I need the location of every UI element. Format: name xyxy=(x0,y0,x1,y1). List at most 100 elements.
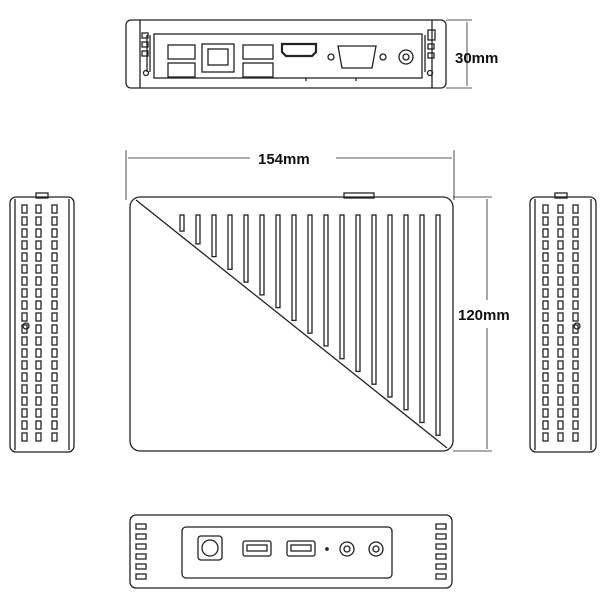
vent-slot xyxy=(21,420,28,430)
vent-slot xyxy=(21,396,28,406)
vent-slot xyxy=(35,324,42,334)
vent-slot xyxy=(21,228,28,238)
vent-slot xyxy=(542,324,549,334)
cooling-fin xyxy=(387,214,393,398)
vent-slot xyxy=(557,324,564,334)
vent-slot xyxy=(21,348,28,358)
vent-slot xyxy=(572,336,579,346)
cooling-fin xyxy=(211,214,217,258)
vent-slot xyxy=(542,372,549,382)
vent-slot xyxy=(435,553,447,560)
vent-slot xyxy=(21,264,28,274)
vent-slot xyxy=(135,573,147,580)
vent-slot xyxy=(51,228,58,238)
depth-label: 120mm xyxy=(458,307,510,324)
vent-slot xyxy=(51,384,58,394)
vent-slot xyxy=(135,523,147,530)
vent-slot xyxy=(572,432,579,442)
usb-port xyxy=(286,540,316,557)
vent-slot xyxy=(572,384,579,394)
vent-slot xyxy=(35,264,42,274)
vent-slot xyxy=(542,264,549,274)
vent-slot xyxy=(557,408,564,418)
dc-jack xyxy=(398,49,414,65)
vent-slot xyxy=(572,312,579,322)
hdmi-port xyxy=(280,42,318,58)
vent-slot xyxy=(35,300,42,310)
vent-slot xyxy=(51,312,58,322)
vent-slot xyxy=(542,240,549,250)
vent-slot xyxy=(51,288,58,298)
vent-slot xyxy=(35,360,42,370)
vent-slot xyxy=(557,384,564,394)
vent-slot xyxy=(572,408,579,418)
vent-slot xyxy=(572,276,579,286)
power-button xyxy=(197,535,223,561)
vent-slot xyxy=(572,420,579,430)
vent-slot xyxy=(572,264,579,274)
vent-slot xyxy=(542,276,549,286)
cooling-fin xyxy=(291,214,297,322)
vent-slot xyxy=(51,252,58,262)
vent-slot xyxy=(35,276,42,286)
vent-slot xyxy=(557,288,564,298)
vent-slot xyxy=(572,348,579,358)
vent-slot xyxy=(51,360,58,370)
vent-slot xyxy=(51,300,58,310)
vent-slot xyxy=(572,372,579,382)
vent-slot xyxy=(557,396,564,406)
vent-slot xyxy=(21,252,28,262)
vent-slot xyxy=(51,432,58,442)
vent-slot xyxy=(35,408,42,418)
vent-slot xyxy=(21,300,28,310)
cooling-fin xyxy=(243,214,249,283)
vent-slot xyxy=(35,396,42,406)
vent-slot xyxy=(51,216,58,226)
vent-slot xyxy=(35,204,42,214)
vent-slot xyxy=(542,252,549,262)
vent-slot xyxy=(542,288,549,298)
vent-slot xyxy=(35,420,42,430)
height-label: 30mm xyxy=(455,50,498,67)
usb-port xyxy=(242,44,274,60)
vent-slot xyxy=(51,240,58,250)
width-label: 154mm xyxy=(258,151,310,168)
vent-slot xyxy=(572,204,579,214)
vent-slot xyxy=(557,204,564,214)
vent-slot xyxy=(51,336,58,346)
front-view xyxy=(129,514,453,589)
vent-slot xyxy=(51,276,58,286)
vent-slot xyxy=(557,276,564,286)
vent-slot xyxy=(557,216,564,226)
cooling-fin xyxy=(419,214,425,424)
vent-slot xyxy=(557,228,564,238)
vent-slot xyxy=(435,533,447,540)
vent-slot xyxy=(51,324,58,334)
usb-port xyxy=(242,540,272,557)
vent-slot xyxy=(35,336,42,346)
vent-slot xyxy=(557,372,564,382)
vent-slot xyxy=(572,240,579,250)
cooling-fin xyxy=(339,214,345,360)
vent-slot xyxy=(135,553,147,560)
vent-slot xyxy=(542,408,549,418)
vent-slot xyxy=(557,348,564,358)
vent-slot xyxy=(572,228,579,238)
vent-slot xyxy=(572,216,579,226)
vent-slot xyxy=(51,408,58,418)
vent-slot xyxy=(135,533,147,540)
vent-slot xyxy=(542,384,549,394)
vent-slot xyxy=(35,312,42,322)
vent-slot xyxy=(21,408,28,418)
usb-port xyxy=(167,44,196,60)
vent-slot xyxy=(557,420,564,430)
vent-slot xyxy=(51,348,58,358)
cooling-fin xyxy=(323,214,329,347)
vent-slot xyxy=(542,396,549,406)
vent-slot xyxy=(21,204,28,214)
vent-slot xyxy=(557,300,564,310)
cooling-fin xyxy=(307,214,313,334)
audio-jack xyxy=(368,541,384,557)
vent-slot xyxy=(542,204,549,214)
